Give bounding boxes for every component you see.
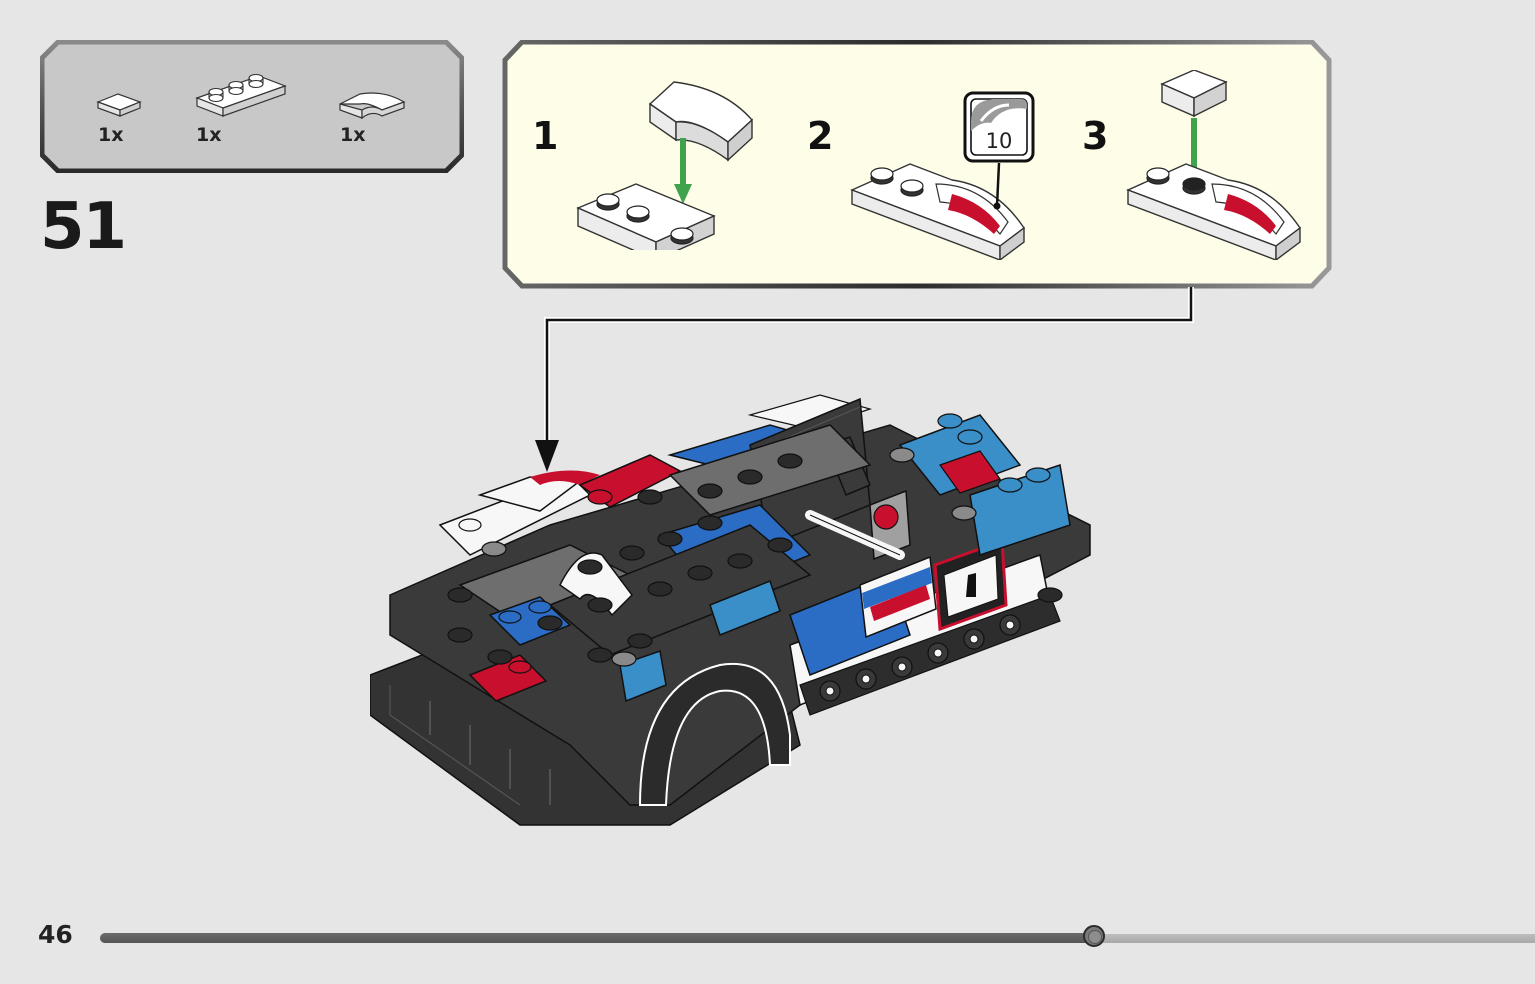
parts-list-box: 1x 1x 1x [40,40,464,173]
part-quantity: 1x [340,124,366,146]
progress-knob [1083,925,1106,947]
page-number: 46 [38,920,73,949]
substep-callout: 1 2 3 [502,40,1332,289]
substep-number: 1 [532,114,559,158]
part-quantity: 1x [98,124,124,146]
part-tile-1x1 [96,93,142,117]
green-down-arrow-icon [674,138,692,204]
substep-2-illustration [850,163,1025,260]
sticker-number: 10 [985,129,1013,153]
car-model-illustration [370,394,1091,826]
step-number: 51 [40,190,127,264]
sticker-icon [963,91,1035,163]
parts-list-frame [40,40,464,173]
part-plate-1x3 [195,73,287,117]
substep-number: 2 [807,114,834,158]
part-curved-slope [339,92,406,120]
substep-1-illustration [576,81,753,250]
progress-fill [100,933,1095,943]
part-quantity: 1x [196,124,222,146]
substep-3-illustration [1126,70,1301,260]
progress-bar [100,925,1535,947]
substep-number: 3 [1082,114,1109,158]
sticker-callout: 10 [963,91,1035,163]
